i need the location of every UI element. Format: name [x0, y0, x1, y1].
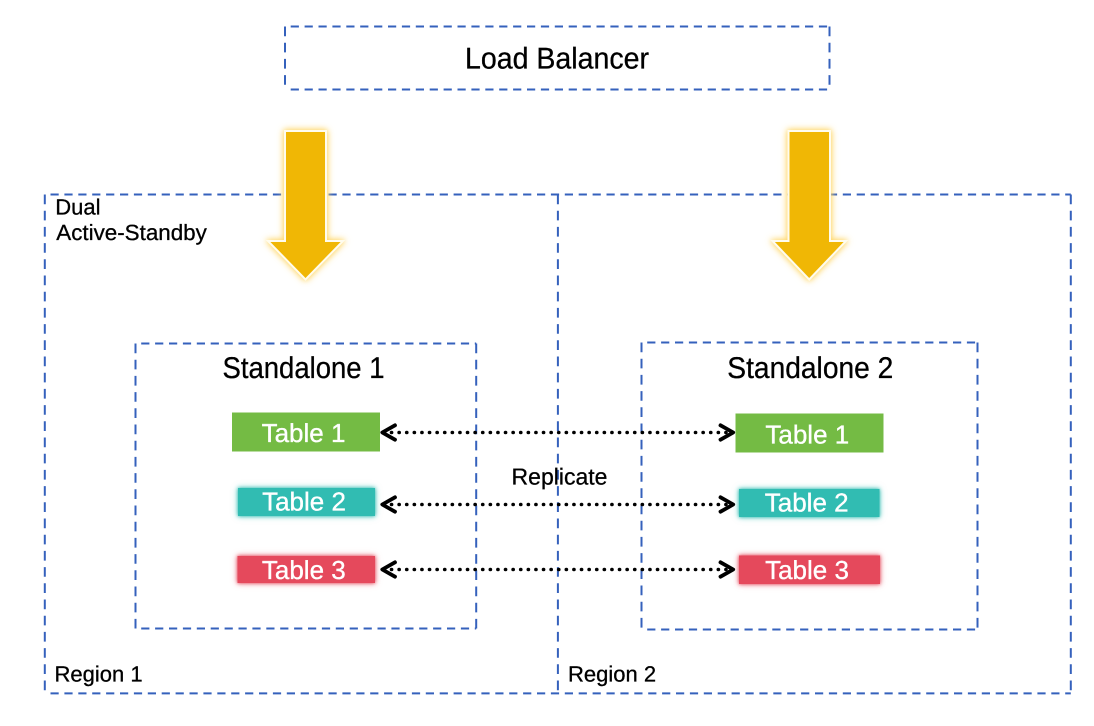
- svg-text:Table 2: Table 2: [262, 487, 346, 517]
- svg-text:Load Balancer: Load Balancer: [465, 43, 649, 76]
- svg-text:Table 1: Table 1: [765, 420, 849, 450]
- svg-text:Table 1: Table 1: [262, 418, 346, 448]
- svg-text:Region 2: Region 2: [568, 661, 656, 686]
- svg-text:Table 2: Table 2: [765, 488, 849, 518]
- svg-text:Active-Standby: Active-Standby: [56, 220, 207, 245]
- svg-text:Replicate: Replicate: [512, 463, 608, 489]
- svg-text:Region 1: Region 1: [55, 662, 143, 687]
- svg-text:Table 3: Table 3: [262, 555, 346, 585]
- svg-text:Dual: Dual: [55, 194, 100, 219]
- svg-text:Standalone 1: Standalone 1: [223, 352, 385, 385]
- svg-text:Table 3: Table 3: [765, 555, 849, 585]
- svg-text:Standalone 2: Standalone 2: [727, 352, 893, 385]
